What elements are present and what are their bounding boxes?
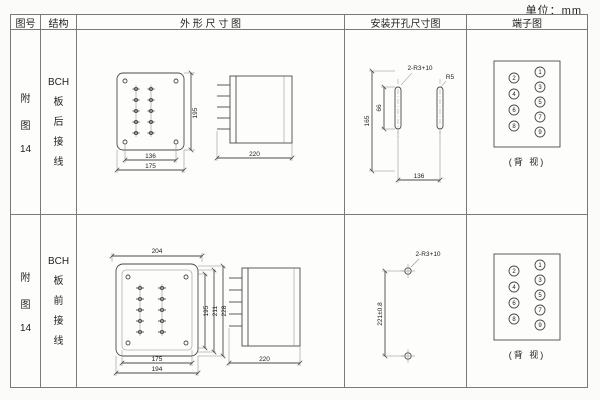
terminal-pins [135, 285, 166, 335]
terminal-number: 4 [512, 285, 516, 291]
fig-char: 附 [20, 272, 31, 284]
dim-bottom-1: 175 [151, 356, 162, 363]
outline-cell-row2: 204 195 211 228 175 [77, 215, 345, 387]
dim-front-height: 195 [192, 107, 199, 118]
terminal-cell-row1: 2 4 6 8 1 3 5 7 9 (背 视) [467, 30, 587, 215]
spec-table: 图号 结构 外 形 尺 寸 图 安装开孔尺寸图 端子图 附 图 14 BCH 板… [10, 14, 588, 388]
terminal-number: 1 [538, 263, 542, 269]
terminal-diagram-row1: 2 4 6 8 1 3 5 7 9 (背 视) [493, 60, 561, 167]
front-view: 204 195 211 228 175 [108, 248, 228, 376]
front-view: 195 136 175 [113, 69, 199, 173]
rear-view-caption: (背 视) [509, 156, 546, 167]
fig-char: 14 [19, 143, 32, 155]
fig-char: 图 [20, 299, 31, 311]
structure-char: 线 [53, 156, 64, 168]
terminal-number: 6 [512, 108, 516, 114]
terminal-pins [132, 86, 154, 135]
fig-no-row1: 附 图 14 [11, 30, 41, 215]
structure-char: 前 [53, 295, 64, 307]
structure-char: BCH [47, 255, 70, 267]
terminal-diagram-row2: 2 4 6 8 1 3 5 7 9 (背 视) [493, 253, 561, 360]
mounting-cell-row1: 2-R3+10 R5 165 66 136 [345, 30, 467, 215]
mounting-drawing-row1: 2-R3+10 R5 165 66 136 [364, 65, 454, 183]
structure-char: 接 [53, 136, 64, 148]
terminal-circles-left: 2 4 6 8 [508, 265, 520, 325]
structure-row2: BCH 板 前 接 线 [41, 215, 77, 387]
terminal-number: 2 [512, 269, 516, 275]
structure-char: 接 [53, 315, 64, 327]
terminal-number: 3 [538, 278, 542, 284]
terminal-number: 5 [538, 293, 542, 299]
header-outline-dims: 外 形 尺 寸 图 [77, 15, 345, 30]
fig-no-row2: 附 图 14 [11, 215, 41, 387]
header-fig-no: 图号 [11, 15, 41, 30]
side-view: 220 [225, 267, 303, 366]
structure-char: 后 [53, 116, 64, 128]
dim-side-depth: 220 [259, 356, 270, 363]
rear-view-caption: (背 视) [509, 349, 546, 360]
mounting-cell-row2: 2-R3+10 221±0.8 [345, 215, 467, 387]
holes-label: 2-R3+10 [415, 251, 440, 258]
terminal-number: 3 [538, 85, 542, 91]
structure-row1: BCH 板 后 接 线 [41, 30, 77, 215]
fig-char: 附 [20, 93, 31, 105]
terminal-number: 5 [538, 100, 542, 106]
outline-cell-row1: 195 136 175 [77, 30, 345, 215]
structure-char: 板 [53, 275, 64, 287]
terminal-number: 6 [512, 301, 516, 307]
fig-char: 14 [19, 322, 32, 334]
radius-label: R5 [445, 74, 454, 81]
structure-char: BCH [47, 76, 70, 88]
mounting-drawing-row2: 2-R3+10 221±0.8 [377, 251, 440, 363]
structure-char: 线 [53, 335, 64, 347]
header-mounting-holes: 安装开孔尺寸图 [345, 15, 467, 30]
dim-front-width: 175 [145, 163, 156, 170]
terminal-number: 7 [538, 308, 542, 314]
terminal-number: 1 [538, 70, 542, 76]
dim-right-2: 211 [212, 305, 219, 316]
side-view: 220 [213, 75, 295, 161]
terminal-cell-row2: 2 4 6 8 1 3 5 7 9 (背 视) [467, 215, 587, 387]
terminal-number: 7 [538, 115, 542, 121]
dim-top-width: 204 [151, 248, 162, 255]
dim-hole-distance: 221±0.8 [377, 302, 384, 326]
structure-char: 板 [53, 96, 64, 108]
terminal-number: 9 [538, 130, 542, 136]
terminal-number: 9 [538, 323, 542, 329]
dim-bottom-2: 194 [151, 366, 162, 373]
terminal-number: 8 [512, 124, 516, 130]
dim-hole-spacing: 136 [145, 153, 156, 160]
dim-hole-spacing: 136 [413, 173, 424, 180]
dim-side-depth: 220 [249, 151, 260, 158]
terminal-circles-right: 1 3 5 7 9 [534, 259, 546, 331]
outline-drawing-rear-wiring: 195 136 175 [113, 69, 295, 173]
outline-drawing-front-wiring: 204 195 211 228 175 [108, 248, 303, 376]
terminal-number: 4 [512, 92, 516, 98]
terminal-circles-right: 1 3 5 7 9 [534, 66, 546, 137]
side-pins [216, 84, 230, 129]
header-terminal-diagram: 端子图 [467, 15, 587, 30]
side-pins [228, 277, 242, 327]
dim-right-1: 195 [203, 305, 210, 316]
terminal-number: 8 [512, 317, 516, 323]
fig-char: 图 [20, 120, 31, 132]
terminal-number: 2 [512, 76, 516, 82]
dim-total-height: 165 [364, 115, 371, 126]
holes-label: 2-R3+10 [407, 65, 432, 72]
dim-slot-height: 66 [376, 104, 383, 112]
dim-right-3: 228 [221, 305, 228, 316]
header-structure: 结构 [41, 15, 77, 30]
terminal-circles-left: 2 4 6 8 [508, 72, 520, 131]
